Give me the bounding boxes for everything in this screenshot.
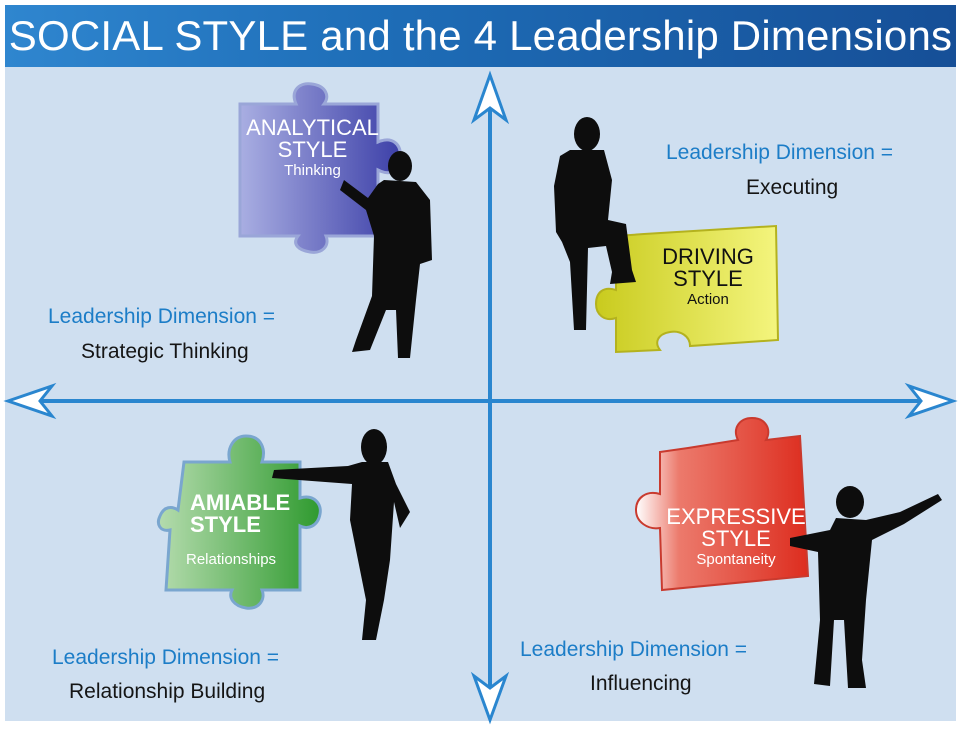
driving-piece-text: DRIVING STYLE Action — [652, 244, 764, 308]
amiable-trait: Relationships — [186, 551, 277, 568]
analytical-style-line1: ANALYTICAL — [246, 115, 379, 140]
analytical-dimension-label: Leadership Dimension = — [48, 305, 276, 328]
driving-trait: Action — [687, 291, 729, 308]
silhouettes — [272, 117, 942, 688]
driving-dimension-value: Executing — [746, 176, 839, 199]
analytical-style-line2: STYLE — [277, 137, 348, 162]
amiable-dimension-value: Relationship Building — [69, 680, 266, 703]
expressive-puzzle-piece — [634, 416, 810, 592]
driving-person-silhouette — [554, 117, 636, 330]
diagram-panel — [5, 67, 956, 721]
expressive-style-line1: EXPRESSIVE — [666, 504, 806, 529]
analytical-dimension-value: Strategic Thinking — [81, 340, 249, 363]
driving-dimension-label: Leadership Dimension = — [666, 141, 894, 164]
amiable-piece-text: AMIABLE STYLE Relationships — [176, 490, 296, 568]
amiable-person-silhouette — [272, 429, 410, 640]
amiable-style-line2: STYLE — [190, 512, 261, 537]
arrow-right-icon — [904, 382, 958, 420]
amiable-puzzle-piece — [156, 434, 322, 610]
analytical-trait: Thinking — [284, 162, 341, 179]
expressive-trait: Spontaneity — [696, 551, 776, 568]
arrow-up-icon — [470, 70, 510, 125]
axis-arrowheads — [3, 70, 958, 725]
arrow-down-icon — [470, 671, 510, 725]
analytical-person-silhouette — [340, 151, 432, 358]
arrow-left-icon — [3, 382, 57, 420]
expressive-style-line2: STYLE — [701, 526, 771, 551]
analytical-piece-text: ANALYTICAL STYLE Thinking — [240, 115, 385, 179]
axes — [20, 92, 940, 700]
amiable-dimension-label: Leadership Dimension = — [52, 646, 280, 669]
driving-style-line1: DRIVING — [662, 244, 754, 269]
expressive-dimension-label: Leadership Dimension = — [520, 638, 748, 661]
expressive-piece-text: EXPRESSIVE STYLE Spontaneity — [662, 504, 810, 568]
page-title: SOCIAL STYLE and the 4 Leadership Dimens… — [5, 5, 956, 67]
amiable-style-line1: AMIABLE — [190, 490, 291, 515]
driving-style-line2: STYLE — [673, 266, 743, 291]
expressive-dimension-value: Influencing — [590, 672, 692, 695]
driving-puzzle-piece — [594, 224, 780, 354]
expressive-person-silhouette — [790, 486, 942, 688]
